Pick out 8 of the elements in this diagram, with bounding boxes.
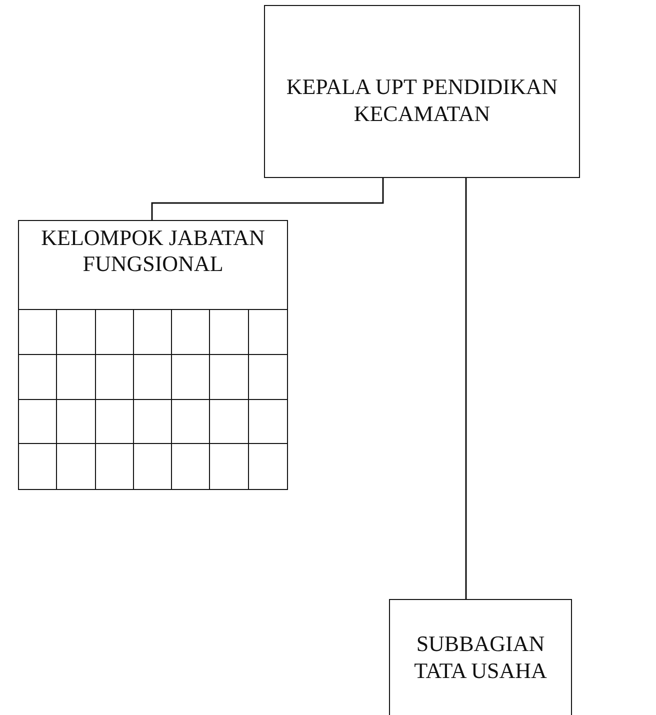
connector-line [151, 178, 384, 220]
table-box [18, 220, 288, 490]
connector-line [465, 178, 467, 599]
box-title: KEPALA UPT PENDIDIKAN KECAMATAN [285, 73, 559, 127]
box-title: KELOMPOK JABATAN FUNGSIONAL [40, 224, 266, 278]
org-box [264, 5, 580, 178]
box-title: SUBBAGIAN TATA USAHA [413, 631, 548, 684]
org-box [389, 599, 572, 715]
